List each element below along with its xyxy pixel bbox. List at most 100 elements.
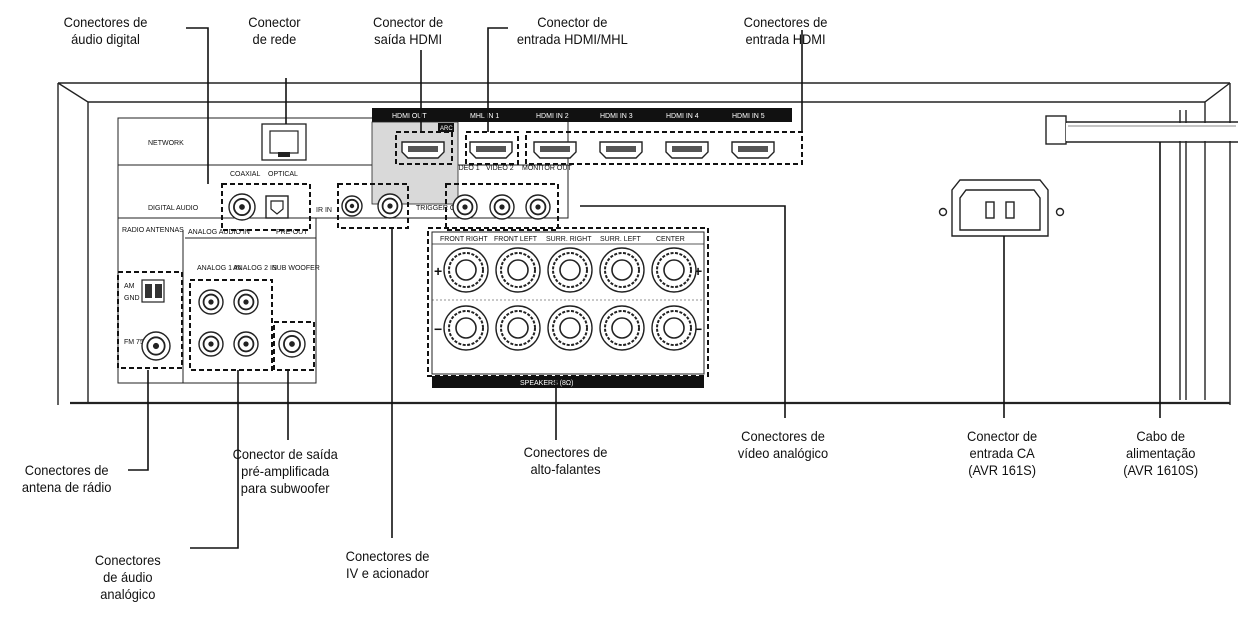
hdmi-mhl-label: MHL IN 1	[470, 113, 499, 120]
arc-label: ARC	[440, 126, 453, 132]
trigger-out-label: TRIGGER OUT	[416, 205, 465, 212]
callout-analog-audio: Conectores de áudio analógico	[95, 552, 161, 603]
callout-network-line2: de rede	[252, 31, 297, 47]
optical-label: OPTICAL	[268, 171, 298, 178]
speaker-post-3-minus	[547, 305, 593, 351]
callout-analog-video: Conectores de vídeo analógico	[738, 428, 828, 462]
callout-hdmi-mhl-line2: entrada HDMI/MHL	[516, 31, 628, 47]
callout-hdmi-mhl-line1: Conector de	[537, 14, 608, 30]
gnd-label: GND	[124, 295, 140, 302]
callout-hdmi-in: Conectores de entrada HDMI	[744, 14, 828, 48]
callout-analog-video-line1: Conectores de	[741, 428, 825, 444]
video2-jack	[489, 194, 515, 220]
callout-digital-audio: Conectores de áudio digital	[64, 14, 148, 48]
callout-hdmi-in-line1: Conectores de	[743, 14, 828, 30]
speaker-post-5-plus	[651, 247, 697, 293]
callout-power-cord-line1: Cabo de	[1136, 428, 1186, 444]
hdmi-out-port	[401, 141, 445, 159]
network-jack	[261, 123, 307, 161]
leader-lines	[128, 27, 1161, 549]
analog2-right-jack	[233, 331, 259, 357]
callout-ir-trigger: Conectores de IV e acionador	[346, 548, 430, 582]
minus-right: −	[694, 321, 702, 337]
callout-speakers: Conectores de alto-falantes	[524, 444, 608, 478]
plus-right: +	[694, 263, 702, 279]
subwoofer-label: SUB WOOFER	[272, 265, 320, 272]
video2-label: VIDEO 2	[486, 165, 514, 172]
callout-radio-antenna-line1: Conectores de	[24, 462, 109, 478]
surr-left-label: SURR. LEFT	[600, 236, 642, 243]
callout-hdmi-out: Conector de saída HDMI	[373, 14, 443, 48]
callout-hdmi-out-line2: saída HDMI	[374, 31, 443, 47]
analog1-label: ANALOG 1 IN	[197, 265, 241, 272]
hdmi-in2-label: HDMI IN 2	[536, 113, 569, 120]
monitor-out-jack	[525, 194, 551, 220]
surr-right-label: SURR. RIGHT	[546, 236, 592, 243]
video1-label: VIDEO 1	[452, 165, 480, 172]
ir-in-label: IR IN	[316, 207, 332, 214]
callout-ir-trigger-line1: Conectores de	[345, 548, 430, 564]
ac-inlet	[938, 179, 1065, 237]
pre-out-label: PRE-OUT	[276, 229, 308, 236]
hdmi-ports	[401, 141, 775, 159]
speaker-post-1-plus	[443, 247, 489, 293]
callout-analog-audio-line2: de áudio	[103, 569, 153, 585]
callout-hdmi-in-line2: entrada HDMI	[745, 31, 826, 47]
speaker-post-4-minus	[599, 305, 645, 351]
network-label: NETWORK	[148, 140, 184, 147]
callout-radio-antenna: Conectores de antena de rádio	[22, 462, 112, 496]
analog-audio-in-label: ANALOG AUDIO IN	[188, 229, 250, 236]
analog1-left-jack	[198, 289, 224, 315]
callout-speakers-line2: alto-falantes	[530, 461, 601, 477]
coaxial-jack	[228, 193, 256, 221]
subwoofer-jack	[278, 330, 306, 358]
ir-in-jack	[341, 195, 363, 217]
callout-ac-input-line3: (AVR 161S)	[968, 462, 1037, 478]
hdmi-in3-port	[599, 141, 643, 159]
front-right-label: FRONT RIGHT	[440, 236, 488, 243]
front-left-label: FRONT LEFT	[494, 236, 538, 243]
callout-hdmi-mhl: Conector de entrada HDMI/MHL	[517, 14, 628, 48]
hdmi-in5-label: HDMI IN 5	[732, 113, 765, 120]
speaker-posts	[443, 247, 697, 351]
callout-power-cord: Cabo de alimentação (AVR 1610S)	[1123, 428, 1198, 479]
fm-antenna-jack	[141, 331, 171, 361]
am-label: AM	[124, 283, 135, 290]
speaker-post-2-plus	[495, 247, 541, 293]
callout-sub-preout-line3: para subwoofer	[240, 480, 330, 496]
hdmi-out-label: HDMI OUT	[392, 113, 427, 120]
speakers-label: SPEAKERS (8Ω)	[520, 380, 573, 387]
coaxial-label: COAXIAL	[230, 171, 260, 178]
analog1-right-jack	[198, 331, 224, 357]
optical-jack	[265, 195, 289, 219]
analog2-left-jack	[233, 289, 259, 315]
speaker-post-5-minus	[651, 305, 697, 351]
minus-left: −	[434, 321, 442, 337]
top-panel-texts: NETWORK DIGITAL AUDIO COAXIAL OPTICAL IR…	[122, 140, 572, 346]
digital-audio-label: DIGITAL AUDIO	[148, 205, 199, 212]
callout-analog-audio-line1: Conectores	[94, 552, 161, 568]
trigger-out-jack	[377, 193, 403, 219]
callout-ir-trigger-line2: IV e acionador	[345, 565, 430, 581]
callout-ac-input-line1: Conector de	[967, 428, 1038, 444]
callout-sub-preout: Conector de saída pré-amplificada para s…	[233, 446, 338, 497]
callout-analog-video-line2: vídeo analógico	[737, 445, 829, 461]
fm-label: FM 75Ω	[124, 339, 149, 346]
callout-radio-antenna-line2: antena de rádio	[21, 479, 112, 495]
speaker-post-3-plus	[547, 247, 593, 293]
callout-sub-preout-line1: Conector de saída	[232, 446, 338, 462]
hdmi-mhl-port	[469, 141, 513, 159]
callout-speakers-line1: Conectores de	[523, 444, 608, 460]
hdmi-in4-label: HDMI IN 4	[666, 113, 699, 120]
hdmi-in4-port	[665, 141, 709, 159]
callout-sub-preout-line2: pré-amplificada	[241, 463, 330, 479]
callout-network-line1: Conector	[248, 14, 301, 30]
am-terminal	[141, 279, 165, 303]
callout-power-cord-line2: alimentação	[1125, 445, 1196, 461]
plus-left: +	[434, 263, 442, 279]
monitor-out-label: MONITOR OUT	[522, 165, 572, 172]
chassis	[57, 82, 1231, 405]
callout-network: Conector de rede	[248, 14, 300, 48]
analog2-label: ANALOG 2 IN	[233, 265, 277, 272]
